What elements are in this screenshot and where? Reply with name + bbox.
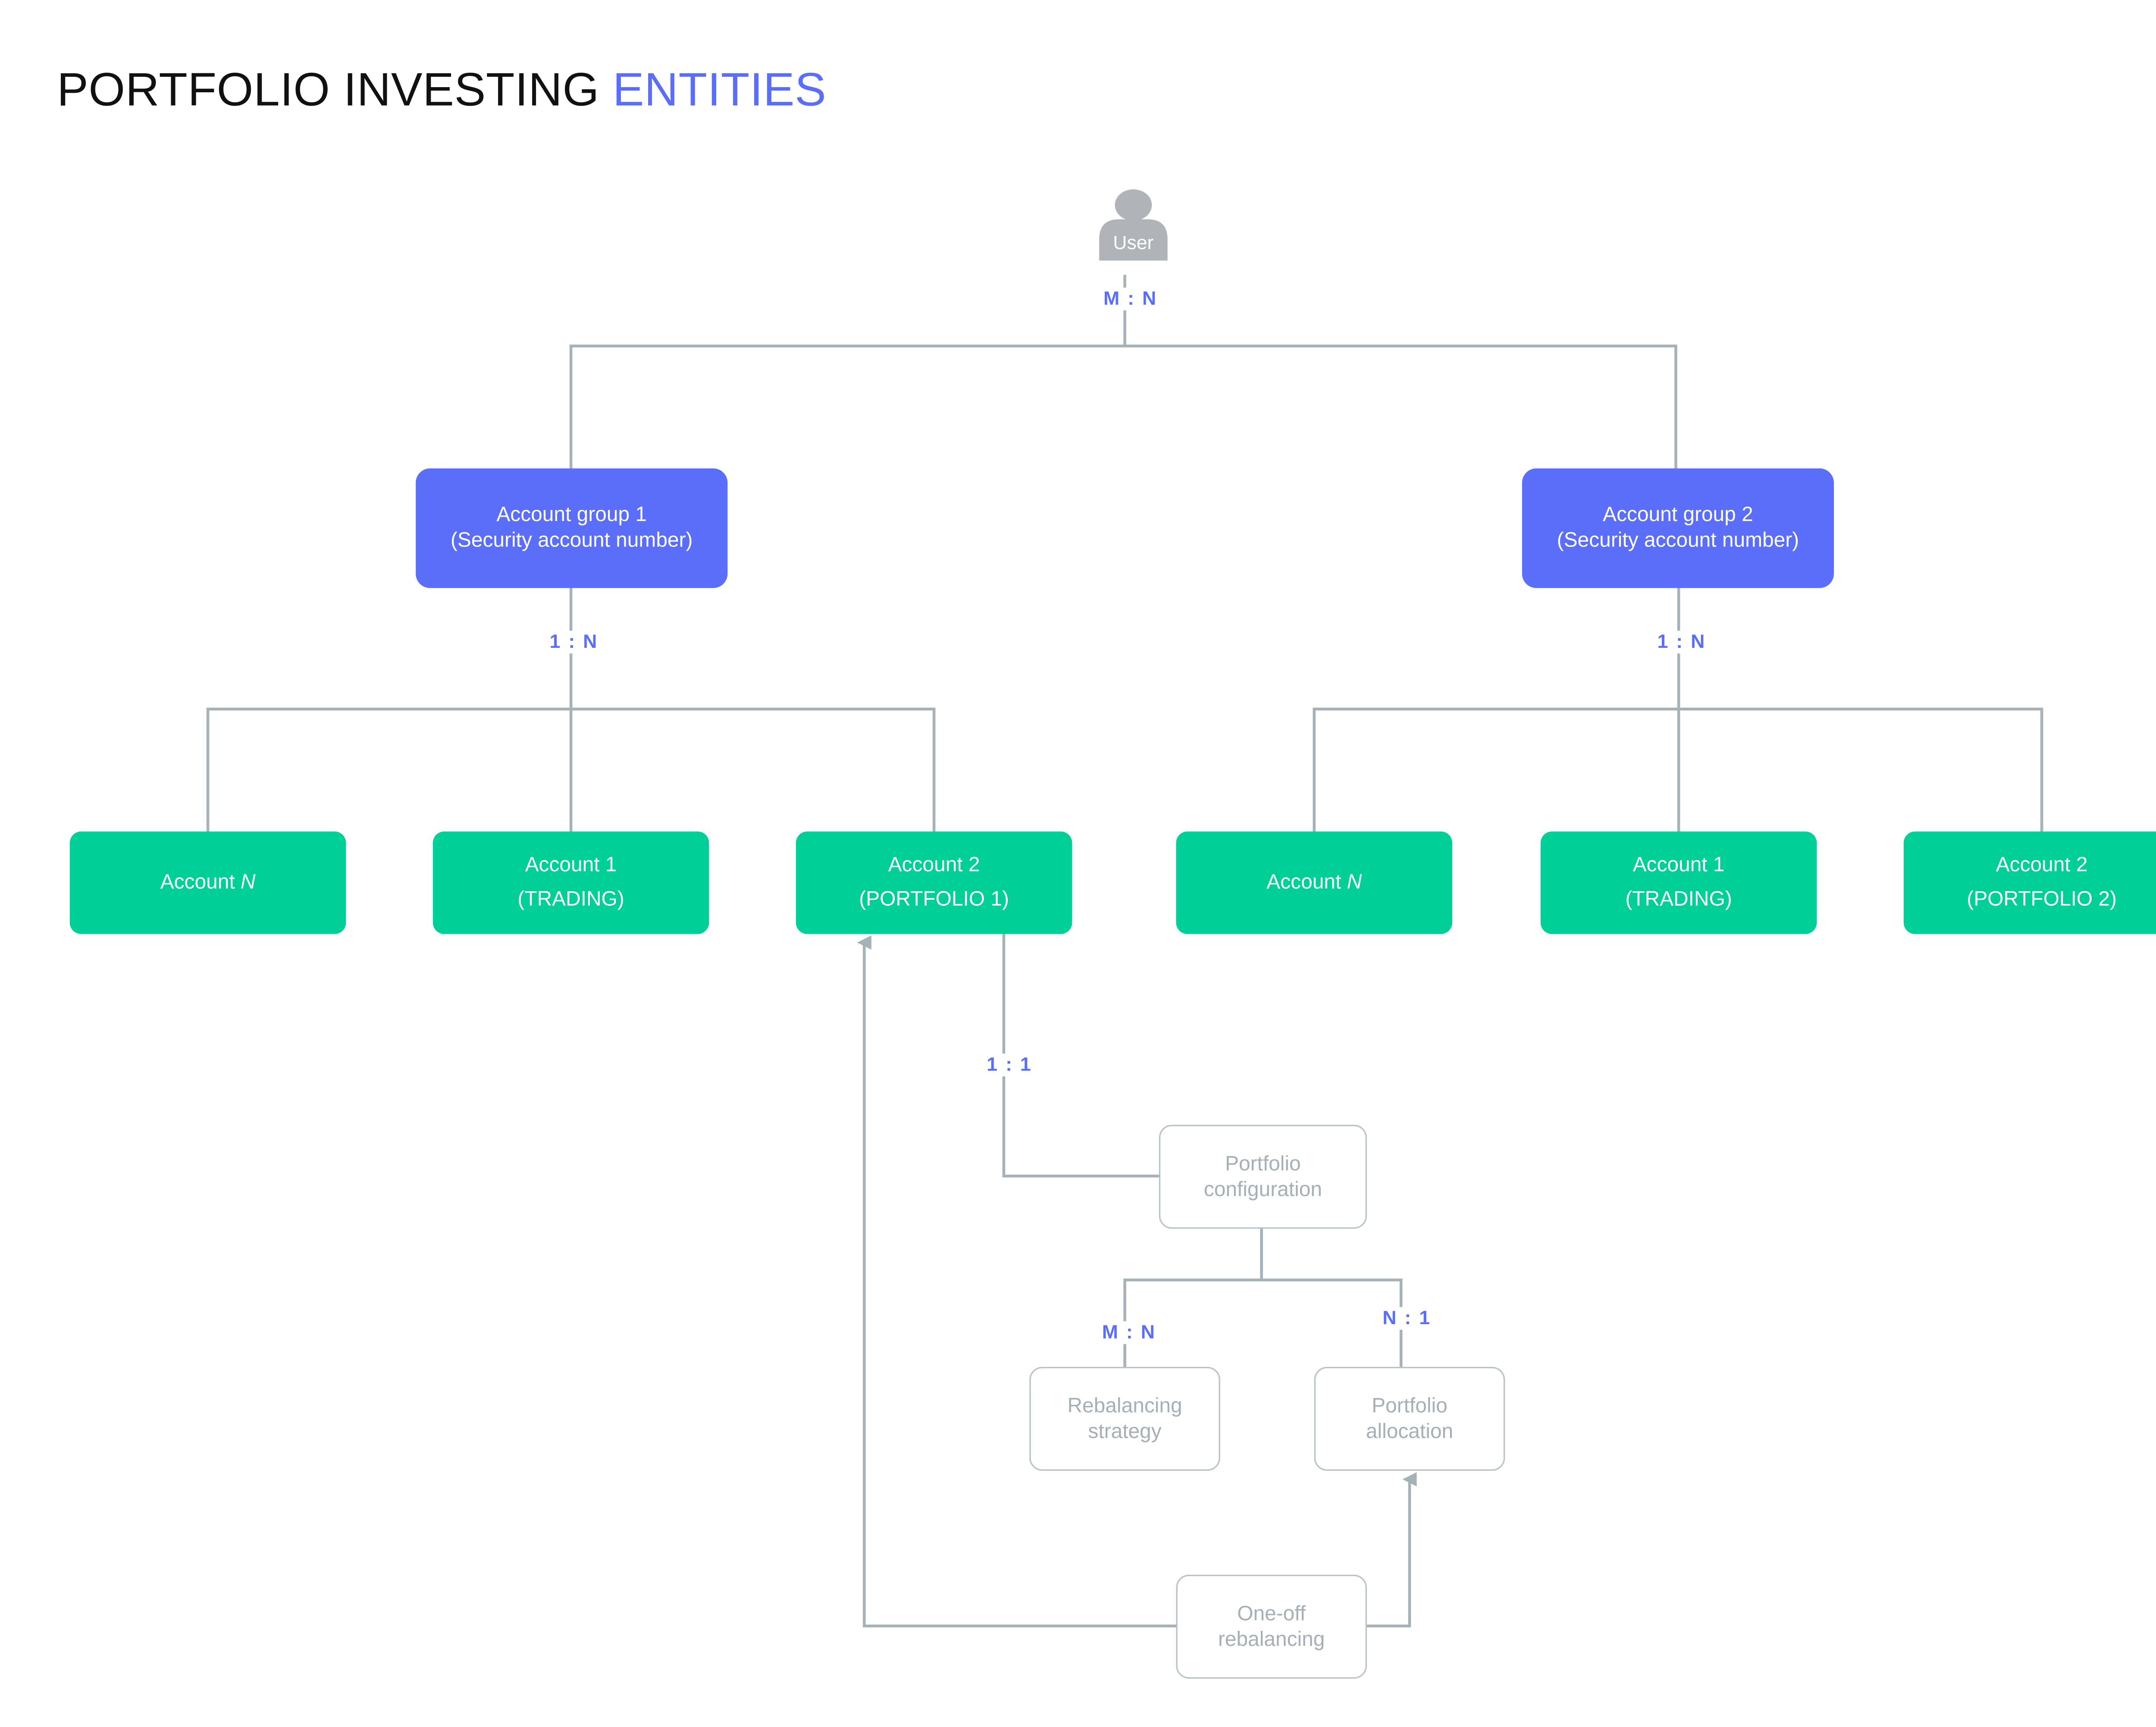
- account-label: Account 1: [525, 854, 617, 877]
- title-accent: ENTITIES: [612, 63, 827, 116]
- account-label: Account 2: [1996, 854, 2088, 877]
- entity-line1: One-off: [1237, 1602, 1306, 1626]
- account-label: Account N: [160, 866, 256, 900]
- ratio-config-strategy: M : N: [1097, 1321, 1161, 1344]
- connector-account2-to-config: [1002, 934, 1161, 1178]
- account-type: (TRADING): [1625, 888, 1732, 911]
- account-n-group2[interactable]: Account N: [1176, 831, 1453, 934]
- user-label: User: [1113, 232, 1154, 254]
- ratio-user-groups: M : N: [1099, 287, 1162, 311]
- connector-group1-bus: [206, 707, 936, 833]
- group-line1: Account group 1: [496, 504, 647, 527]
- title-main: PORTFOLIO INVESTING: [57, 63, 599, 116]
- account-type: (TRADING): [517, 888, 624, 911]
- arrow-oneoff-to-account2: [857, 935, 1178, 1628]
- ratio-portfolio-config: 1 : 1: [982, 1053, 1037, 1077]
- account-1-trading-group2[interactable]: Account 1 (TRADING): [1540, 831, 1817, 934]
- ratio-group2-accounts: 1 : N: [1653, 631, 1711, 654]
- entity-line2: strategy: [1088, 1420, 1162, 1443]
- account-n-group1[interactable]: Account N: [69, 831, 346, 934]
- account-type: (PORTFOLIO 2): [1967, 888, 2117, 911]
- group-line2: (Security account number): [1557, 529, 1799, 553]
- account-label-prefix: Account: [1266, 871, 1347, 895]
- entity-line1: Rebalancing: [1067, 1394, 1182, 1418]
- connector-config-split: [1123, 1227, 1403, 1370]
- user-silhouette-icon: [1099, 189, 1168, 261]
- arrow-oneoff-to-allocation: [1366, 1472, 1417, 1628]
- portfolio-allocation[interactable]: Portfolio allocation: [1314, 1366, 1505, 1471]
- account-label: Account 2: [888, 854, 980, 877]
- ratio-group1-accounts: 1 : N: [545, 631, 603, 654]
- rebalancing-strategy[interactable]: Rebalancing strategy: [1029, 1366, 1220, 1471]
- account-2-portfolio1[interactable]: Account 2 (PORTFOLIO 1): [796, 831, 1072, 934]
- account-label-variable: N: [240, 871, 256, 895]
- entity-line2: configuration: [1203, 1178, 1322, 1201]
- entity-line1: Portfolio: [1225, 1152, 1301, 1175]
- account-label-prefix: Account: [160, 871, 241, 895]
- ratio-config-allocation: N : 1: [1378, 1307, 1436, 1330]
- one-off-rebalancing[interactable]: One-off rebalancing: [1176, 1574, 1367, 1679]
- account-type: (PORTFOLIO 1): [859, 888, 1009, 911]
- group-line2: (Security account number): [450, 529, 693, 553]
- page-title: PORTFOLIO INVESTING ENTITIES: [57, 60, 826, 120]
- account-group-2[interactable]: Account group 2 (Security account number…: [1522, 468, 1834, 588]
- account-1-trading-group1[interactable]: Account 1 (TRADING): [432, 831, 709, 934]
- portfolio-configuration[interactable]: Portfolio configuration: [1159, 1124, 1367, 1229]
- group-line1: Account group 2: [1603, 504, 1753, 527]
- entity-line2: allocation: [1366, 1420, 1454, 1443]
- account-label: Account 1: [1633, 854, 1725, 877]
- account-2-portfolio2[interactable]: Account 2 (PORTFOLIO 2): [1903, 831, 2156, 934]
- entity-line1: Portfolio: [1372, 1394, 1448, 1418]
- entity-line2: rebalancing: [1218, 1628, 1325, 1651]
- account-label: Account N: [1266, 866, 1362, 900]
- connector-groups-bus: [569, 344, 1677, 470]
- account-label-variable: N: [1347, 871, 1362, 895]
- account-group-1[interactable]: Account group 1 (Security account number…: [416, 468, 728, 588]
- connector-group2-bus: [1313, 707, 2043, 833]
